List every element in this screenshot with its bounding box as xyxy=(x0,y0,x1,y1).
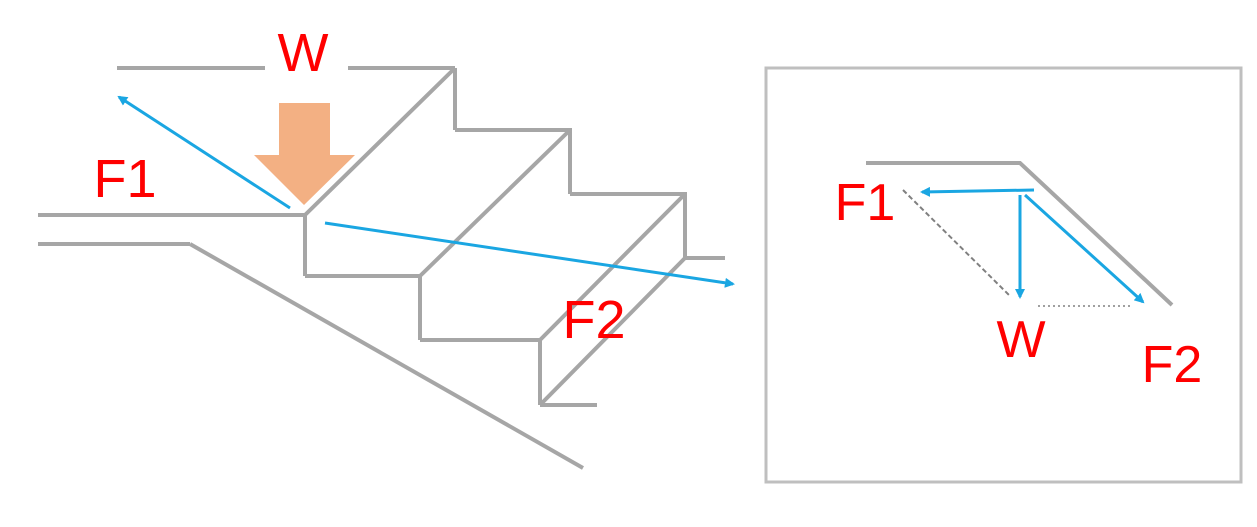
step1-nosing xyxy=(303,66,457,217)
weight-label: W xyxy=(278,23,329,83)
inset-frame xyxy=(764,66,1243,484)
force1-label: F1 xyxy=(93,149,156,209)
force2-label: F2 xyxy=(562,290,625,350)
inset-step-outline xyxy=(866,161,1174,307)
force1-arrow xyxy=(117,95,291,210)
inset-step-edge xyxy=(866,161,1174,307)
inset-force1-label: F1 xyxy=(835,174,896,232)
inset-weight-label: W xyxy=(996,311,1045,369)
step3-outline xyxy=(570,192,725,260)
step4-nosing xyxy=(538,256,687,407)
step2-nosing xyxy=(418,128,572,278)
force2-arrow xyxy=(324,221,735,288)
inset-force1-arrow xyxy=(920,186,1035,197)
inset-force2-arrow xyxy=(1023,193,1145,304)
inset-force2-label: F2 xyxy=(1142,336,1203,394)
weight-arrow xyxy=(254,103,355,205)
inset-f1-guide xyxy=(902,189,1012,298)
stair-underside xyxy=(189,242,584,470)
